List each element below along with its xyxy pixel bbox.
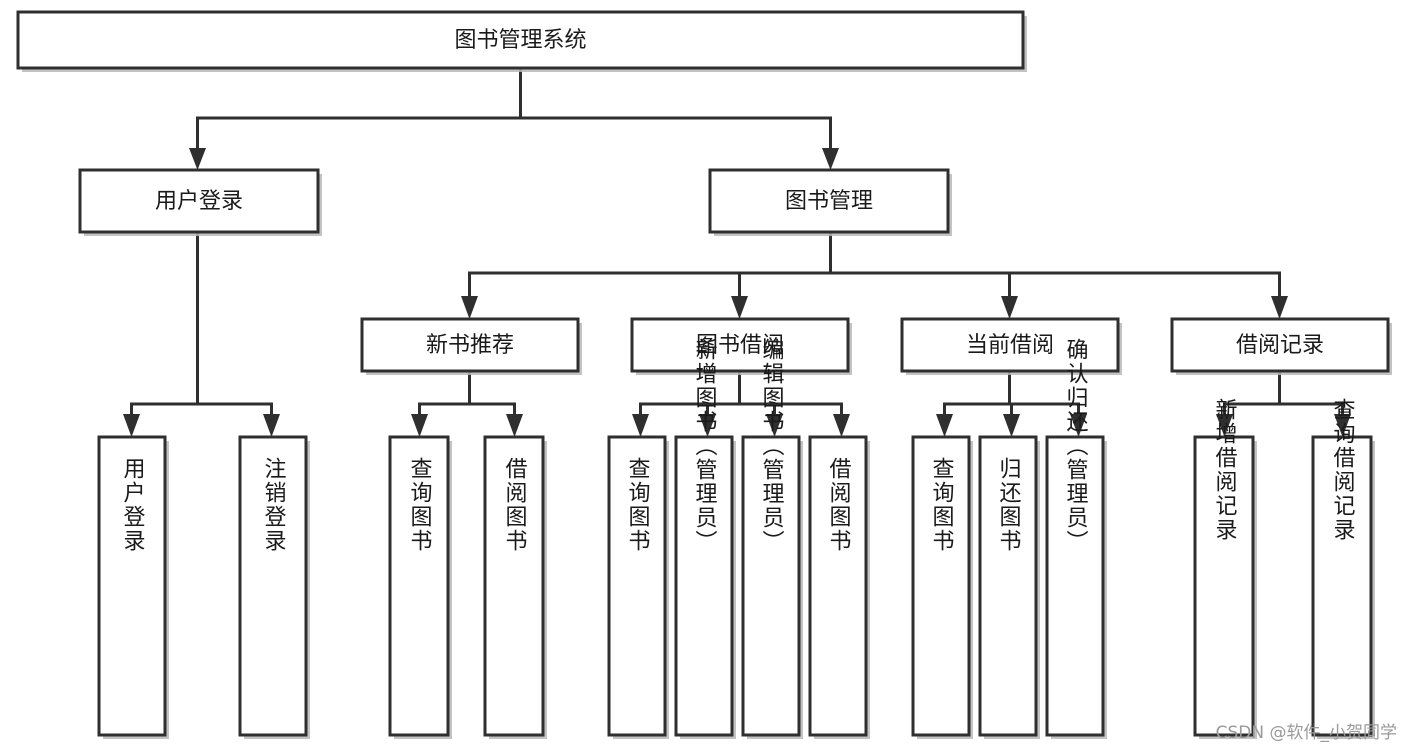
arrow-head-leaf-user-login <box>123 414 140 437</box>
node-current-borrow-label: 当前借阅 <box>966 333 1054 358</box>
arrow-head-cb-c2 <box>1003 414 1020 437</box>
node-leaf-query-book-1-label: 查询图书 <box>407 457 433 553</box>
connector-group-borrow-record <box>1216 371 1351 437</box>
arrow-head-br-c2 <box>1334 414 1351 437</box>
arrow-head-borrow-record <box>1271 296 1288 319</box>
node-leaf-borrow-book-2-label: 借阅图书 <box>826 457 852 553</box>
arrow-head-bb-c1 <box>632 414 649 437</box>
arrow-head-new-book-recommend <box>461 296 478 319</box>
node-leaf-query-record[interactable] <box>1311 435 1375 739</box>
node-root-label: 图书管理系统 <box>454 28 586 53</box>
connector-group-current-borrow <box>936 371 1087 437</box>
arrow-head-bb-c2 <box>699 414 716 437</box>
arrow-head-book-manage <box>822 148 839 170</box>
node-borrow-record[interactable]: 借阅记录 <box>1170 317 1392 375</box>
node-book-borrow[interactable]: 图书借阅 <box>630 317 852 375</box>
node-leaf-add-book[interactable] <box>674 435 736 739</box>
arrow-head-nbr-c1 <box>411 414 428 437</box>
node-leaf-confirm-return[interactable] <box>1045 435 1107 739</box>
arrow-head-book-borrow <box>731 296 748 319</box>
connector-group-user-login <box>123 231 280 437</box>
arrow-head-cb-c1 <box>936 414 953 437</box>
arrow-head-bb-c3 <box>766 414 783 437</box>
node-user-login-label: 用户登录 <box>155 189 243 214</box>
connector-group-new-book-recommend <box>411 371 523 437</box>
node-leaf-query-book-3-label: 查询图书 <box>929 457 955 553</box>
node-leaf-query-record-label: 查询借阅记录 <box>1330 398 1356 542</box>
node-book-manage[interactable]: 图书管理 <box>708 168 952 236</box>
node-leaf-query-book-3[interactable] <box>911 435 973 739</box>
node-leaf-logout-label: 注销登录 <box>261 457 287 553</box>
node-current-borrow[interactable]: 当前借阅 <box>900 317 1122 375</box>
arrow-head-bb-c4 <box>833 414 850 437</box>
arrow-head-user-login <box>189 148 206 170</box>
node-leaf-user-login[interactable] <box>97 435 169 739</box>
node-new-book-recommend[interactable]: 新书推荐 <box>360 317 582 375</box>
node-leaf-return-book-label: 归还图书 <box>996 457 1022 553</box>
connector-group-book-borrow <box>632 371 850 437</box>
node-leaf-edit-book-label: 编辑图书（管理员） <box>759 338 785 554</box>
node-new-book-recommend-label: 新书推荐 <box>426 333 514 358</box>
node-leaf-borrow-book-1-label: 借阅图书 <box>502 457 528 553</box>
node-user-login[interactable]: 用户登录 <box>78 168 322 236</box>
node-leaf-query-book-2-label: 查询图书 <box>625 457 651 553</box>
node-book-borrow-label: 图书借阅 <box>696 333 784 358</box>
node-leaf-confirm-return-label: 确认归还（管理员） <box>1063 338 1089 554</box>
arrow-head-leaf-logout <box>263 414 280 437</box>
node-borrow-record-label: 借阅记录 <box>1236 333 1324 358</box>
node-leaf-logout[interactable] <box>238 435 310 739</box>
node-leaf-add-record-label: 新增借阅记录 <box>1212 398 1238 542</box>
node-leaf-borrow-book-1[interactable] <box>483 435 547 739</box>
connector-group-root <box>189 66 839 170</box>
node-leaf-user-login-label: 用户登录 <box>120 457 146 553</box>
node-leaf-add-record[interactable] <box>1193 435 1257 739</box>
node-leaf-query-book-1[interactable] <box>388 435 452 739</box>
node-book-manage-label: 图书管理 <box>785 189 873 214</box>
connector-group-book-manage <box>461 231 1288 319</box>
node-root[interactable]: 图书管理系统 <box>16 10 1027 72</box>
arrow-head-nbr-c2 <box>506 414 523 437</box>
node-leaf-return-book[interactable] <box>978 435 1040 739</box>
arrow-head-br-c1 <box>1216 414 1233 437</box>
node-leaf-add-book-label: 新增图书（管理员） <box>692 338 718 554</box>
node-leaf-edit-book[interactable] <box>741 435 803 739</box>
arrow-head-current-borrow <box>1001 296 1018 319</box>
node-leaf-borrow-book-2[interactable] <box>808 435 870 739</box>
node-leaf-query-book-2[interactable] <box>607 435 669 739</box>
arrow-head-cb-c3 <box>1070 414 1087 437</box>
